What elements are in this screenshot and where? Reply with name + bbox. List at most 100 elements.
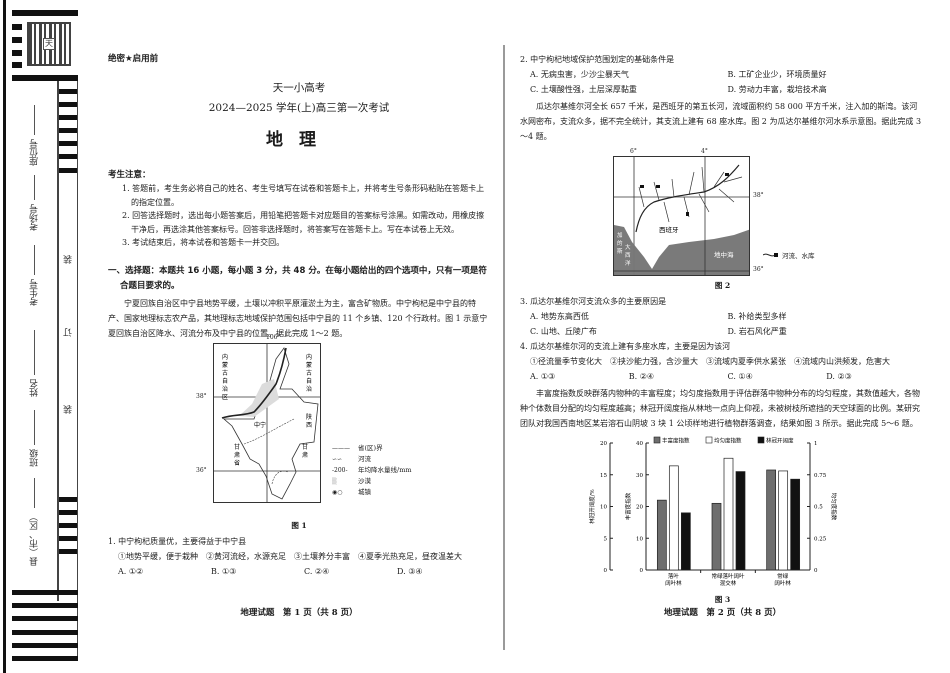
svg-text:的: 的 — [617, 239, 623, 247]
confidential-label: 绝密★启用前 — [108, 54, 159, 64]
svg-text:蒙: 蒙 — [306, 361, 312, 369]
svg-text:西班牙: 西班牙 — [659, 225, 679, 234]
seal-line — [77, 81, 78, 661]
svg-text:5: 5 — [604, 536, 608, 542]
page-footer: 地理试题 第 1 页（共 8 页） — [240, 608, 358, 618]
margin-border — [3, 0, 6, 673]
exam-room-field[interactable]: 考场号 — [22, 175, 46, 235]
svg-text:0: 0 — [604, 568, 608, 574]
option-c: C. ①④ — [727, 372, 753, 381]
page-divider — [503, 45, 505, 650]
question-2-stem: 2. 中宁枸杞地域保护范围划定的基础条件是 — [520, 55, 675, 64]
svg-text:丰富度指数: 丰富度指数 — [662, 437, 690, 445]
option-d: D. ③④ — [397, 566, 423, 576]
svg-text:斯: 斯 — [617, 247, 623, 255]
margin-mark — [12, 37, 22, 43]
question-3-options: A. 地势东高西低 B. 补给类型多样 C. 山地、丘陵广布 D. 岩石风化严重 — [520, 309, 925, 339]
seal-mark: 装 — [64, 255, 74, 264]
seal-mark: 装 — [64, 405, 74, 414]
figure-1-legend: ———省(区)界 ∽∽河流 -200-年均降水量线/mm ▒沙漠 ◉○城镇 — [332, 443, 412, 496]
figure-1-map: 106° 38° 36° 内蒙古自治区 内蒙古自治 中宁 甘肃省 甘肃 陕西 — [168, 334, 468, 518]
question-4-options: A. ①③ B. ②④ C. ①④ D. ②③ — [520, 369, 925, 384]
svg-text:20: 20 — [600, 441, 607, 447]
option-b: B. 补给类型多样 — [727, 312, 787, 321]
ningxia-map: 内蒙古自治区 内蒙古自治 中宁 甘肃省 甘肃 陕西 — [213, 342, 321, 503]
passage-guadalquivir: 瓜达尔基维尔河全长 657 千米，是西班牙的第五长河，流域面积约 58 000 … — [520, 102, 922, 141]
svg-text:20: 20 — [636, 505, 643, 511]
option-c: C. 土壤酸性强，土层深厚黏重 — [530, 85, 637, 94]
svg-text:30: 30 — [636, 473, 643, 479]
figure-2-map: 西班牙 地中海 加的斯 大西洋 6° 4° 38° 36° 河流、水库 — [590, 148, 890, 278]
svg-text:古: 古 — [306, 369, 312, 377]
option-d: D. 劳动力丰富，栽培技术高 — [727, 85, 827, 94]
svg-text:自: 自 — [222, 377, 228, 385]
svg-text:西: 西 — [306, 422, 312, 429]
margin-mark — [12, 50, 22, 56]
svg-text:甘: 甘 — [234, 443, 240, 451]
exam-title: 2024—2025 学年(上)高三第一次考试 — [208, 102, 390, 114]
option-a: A. ①② — [118, 566, 144, 576]
svg-text:西: 西 — [625, 252, 631, 259]
county-field[interactable]: 县（市、区） — [22, 478, 46, 570]
svg-text:古: 古 — [222, 369, 228, 377]
option-d: D. 岩石风化严重 — [727, 327, 787, 336]
svg-text:蒙: 蒙 — [222, 361, 228, 369]
svg-text:10: 10 — [600, 505, 607, 511]
question-4-stem: 4. 瓜达尔基维尔河的支流上建有多座水库，主要是因为该河 — [520, 342, 731, 351]
svg-text:内: 内 — [306, 353, 312, 361]
question-3-stem: 3. 瓜达尔基维尔河支流众多的主要原因是 — [520, 297, 667, 306]
svg-text:0.25: 0.25 — [814, 536, 827, 542]
candidate-number-field[interactable]: 考生号 — [22, 245, 46, 310]
svg-text:肃: 肃 — [302, 451, 308, 459]
svg-text:0.5: 0.5 — [814, 505, 823, 511]
svg-text:加: 加 — [617, 231, 623, 239]
svg-text:肃: 肃 — [234, 451, 240, 459]
svg-text:治: 治 — [222, 385, 228, 393]
notice-heading: 考生注意： — [108, 170, 151, 180]
margin-bar — [12, 10, 78, 16]
notice-item: 3. 考试结束后，将本试卷和答题卡一并交回。 — [122, 238, 285, 247]
guadalquivir-map: 西班牙 地中海 加的斯 大西洋 — [613, 156, 750, 276]
svg-text:大: 大 — [625, 243, 631, 251]
svg-text:15: 15 — [600, 473, 607, 479]
qr-code-icon: 天 — [27, 22, 71, 66]
svg-text:区: 区 — [222, 394, 228, 401]
exam-page-1: 绝密★启用前 天一小高考 2024—2025 学年(上)高三第一次考试 地理 考… — [108, 40, 490, 618]
svg-text:常绿: 常绿 — [777, 572, 789, 580]
svg-text:治: 治 — [306, 385, 312, 393]
option-b: B. ①③ — [211, 566, 237, 576]
option-a: A. 无病虫害，少沙尘暴天气 — [530, 70, 629, 79]
figure-3-caption: 图 3 — [714, 595, 731, 604]
svg-text:林冠开阔度/%: 林冠开阔度/% — [588, 489, 596, 524]
figure-2-caption: 图 2 — [714, 281, 731, 290]
svg-text:自: 自 — [306, 377, 312, 385]
class-field[interactable]: 班级 — [22, 410, 46, 471]
option-b: B. ②④ — [628, 372, 655, 381]
option-a: A. ①③ — [530, 372, 556, 381]
seat-number-field[interactable]: 座位号 — [22, 105, 46, 170]
question-1-stem: 1. 中宁枸杞质量优，主要得益于中宁县 — [108, 536, 247, 546]
question-4-items: ①径流量季节变化大 ②挟沙能力强，含沙量大 ③流域内夏季供水紧张 ④流域内山洪频… — [530, 357, 890, 366]
svg-text:均匀度指数: 均匀度指数 — [714, 437, 742, 445]
svg-text:内: 内 — [222, 353, 228, 361]
option-d: D. ②③ — [826, 372, 852, 381]
option-b: B. 工矿企业少，环境质量好 — [727, 70, 827, 79]
svg-text:1: 1 — [814, 441, 818, 447]
svg-text:均匀度指数: 均匀度指数 — [830, 493, 838, 521]
question-1-items: ①地势平缓，便于栽种 ②黄河流经，水源充足 ③土壤养分丰富 ④夏季光热充足，昼夜… — [118, 551, 462, 561]
binding-margin: 天 座位号 考场号 考生号 姓名 班级 县（市、区） 装 订 装 — [0, 0, 80, 673]
svg-text:0: 0 — [814, 568, 818, 574]
question-1-options: A. ①② B. ①③ C. ②④ D. ③④ — [108, 564, 490, 579]
margin-mark — [12, 62, 22, 68]
svg-text:0.75: 0.75 — [814, 473, 827, 479]
svg-text:洋: 洋 — [625, 259, 631, 267]
exam-page-2: 2. 中宁枸杞地域保护范围划定的基础条件是 A. 无病虫害，少沙尘暴天气 B. … — [520, 40, 925, 618]
name-field[interactable]: 姓名 — [22, 330, 46, 401]
svg-text:地中海: 地中海 — [714, 250, 734, 259]
subject-title: 地理 — [266, 130, 332, 150]
svg-text:甘: 甘 — [302, 443, 308, 451]
svg-text:阔叶林: 阔叶林 — [665, 579, 682, 587]
margin-mark — [12, 24, 22, 30]
option-c: C. 山地、丘陵广布 — [530, 327, 597, 336]
